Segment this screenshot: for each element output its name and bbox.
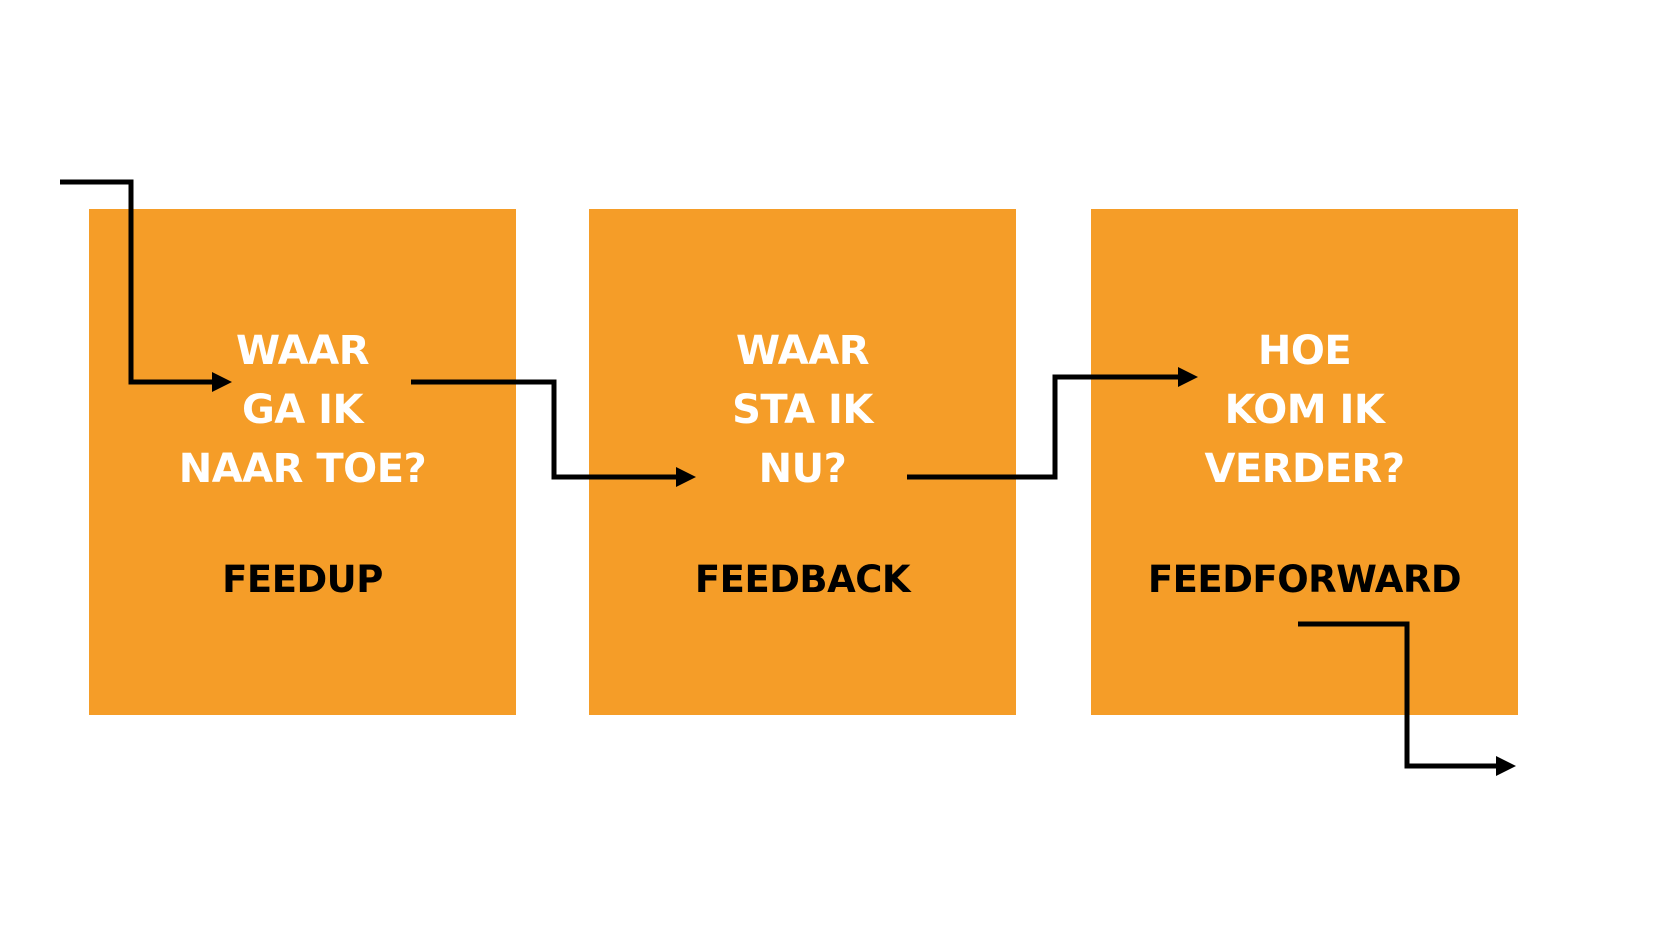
question-line: STA IK (732, 387, 873, 433)
feedup-question: WAAR GA IK NAAR TOE? (89, 322, 516, 499)
feedforward-question: HOE KOM IK VERDER? (1091, 322, 1518, 499)
question-line: WAAR (735, 328, 870, 374)
question-line: GA IK (241, 387, 364, 433)
feedback-box: WAAR STA IK NU? FEEDBACK (589, 209, 1016, 715)
question-line: WAAR (235, 328, 370, 374)
feedback-question: WAAR STA IK NU? (589, 322, 1016, 499)
feedup-label: FEEDUP (222, 558, 383, 601)
feedback-label: FEEDBACK (694, 558, 911, 601)
question-line: NAAR TOE? (178, 446, 427, 492)
question-line: NU? (758, 446, 847, 492)
question-line: VERDER? (1204, 446, 1405, 492)
feedforward-label: FEEDFORWARD (1147, 558, 1462, 601)
feedforward-box: HOE KOM IK VERDER? FEEDFORWARD (1091, 209, 1518, 715)
question-line: KOM IK (1224, 387, 1385, 433)
question-line: HOE (1257, 328, 1352, 374)
arrowhead-icon (1496, 756, 1516, 776)
feedup-box: WAAR GA IK NAAR TOE? FEEDUP (89, 209, 516, 715)
